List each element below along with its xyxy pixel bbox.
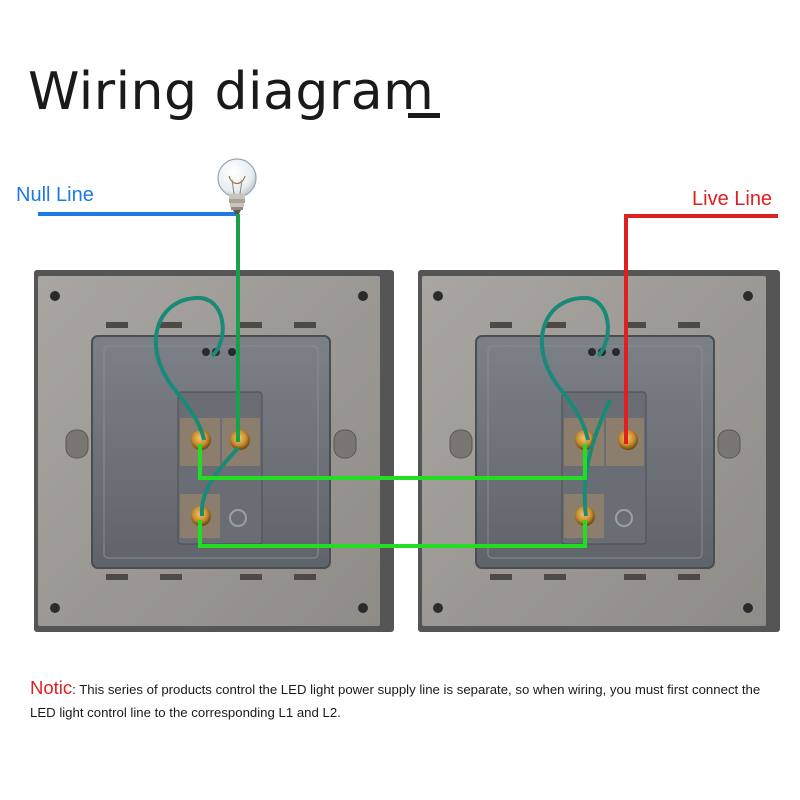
left-panel-screw-hole: [50, 603, 60, 613]
left-jumper-wire: [154, 295, 225, 441]
right-wire-entry: [612, 348, 620, 356]
right-module-inner: [487, 345, 703, 559]
right-panel-screw-hole: [433, 291, 443, 301]
title-underscore: [408, 113, 440, 118]
left-panel-screw-hole: [358, 291, 368, 301]
right-jumper-wire-2: [582, 399, 612, 517]
left-panel-screw-hole: [50, 291, 60, 301]
right-switch-panel: [418, 270, 780, 632]
light-bulb-icon: [217, 158, 257, 214]
left-certification-mark: [229, 509, 247, 527]
left-wire-entry: [202, 348, 210, 356]
right-panel-tab: [678, 322, 700, 328]
right-panel-tab: [624, 574, 646, 580]
right-panel-tab: [624, 322, 646, 328]
traveler-wire-l2: [198, 520, 587, 548]
right-panel-tab: [678, 574, 700, 580]
notice-body: : This series of products control the LE…: [30, 682, 761, 720]
right-panel-tab: [490, 322, 512, 328]
right-panel-slot: [449, 429, 473, 459]
right-certification-mark: [615, 509, 633, 527]
right-jumper-wire: [540, 295, 610, 441]
left-panel-slot: [333, 429, 357, 459]
right-panel-tab: [490, 574, 512, 580]
left-wire-entry: [228, 348, 236, 356]
left-panel-tab: [106, 574, 128, 580]
null-line-label: Null Line: [16, 184, 94, 206]
right-panel-tab: [544, 322, 566, 328]
left-panel-tab: [240, 574, 262, 580]
left-module-inner: [103, 345, 319, 559]
right-panel-screw-hole: [743, 291, 753, 301]
page-title: Wiring diagram: [28, 62, 435, 122]
live-line-label: Live Line: [692, 188, 773, 210]
left-panel-tab: [106, 322, 128, 328]
notice-text: Notic: This series of products control t…: [30, 676, 770, 724]
notice-label: Notic: [30, 677, 73, 698]
left-panel-screw-hole: [358, 603, 368, 613]
right-panel-screw-hole: [743, 603, 753, 613]
right-panel-tab: [544, 574, 566, 580]
left-panel-slot: [65, 429, 89, 459]
left-switch-panel: [34, 270, 394, 632]
right-panel-slot: [717, 429, 741, 459]
live-line-wire: [624, 214, 778, 444]
left-panel-tab: [160, 574, 182, 580]
left-panel-tab: [294, 322, 316, 328]
traveler-wire-l1: [198, 444, 587, 480]
right-wire-entry: [588, 348, 596, 356]
left-terminal-screw: [191, 430, 211, 450]
right-panel-screw-hole: [433, 603, 443, 613]
left-panel-tab: [240, 322, 262, 328]
left-panel-tab: [160, 322, 182, 328]
left-panel-tab: [294, 574, 316, 580]
left-jumper-wire-2: [199, 446, 240, 517]
right-terminal-screw: [575, 430, 595, 450]
